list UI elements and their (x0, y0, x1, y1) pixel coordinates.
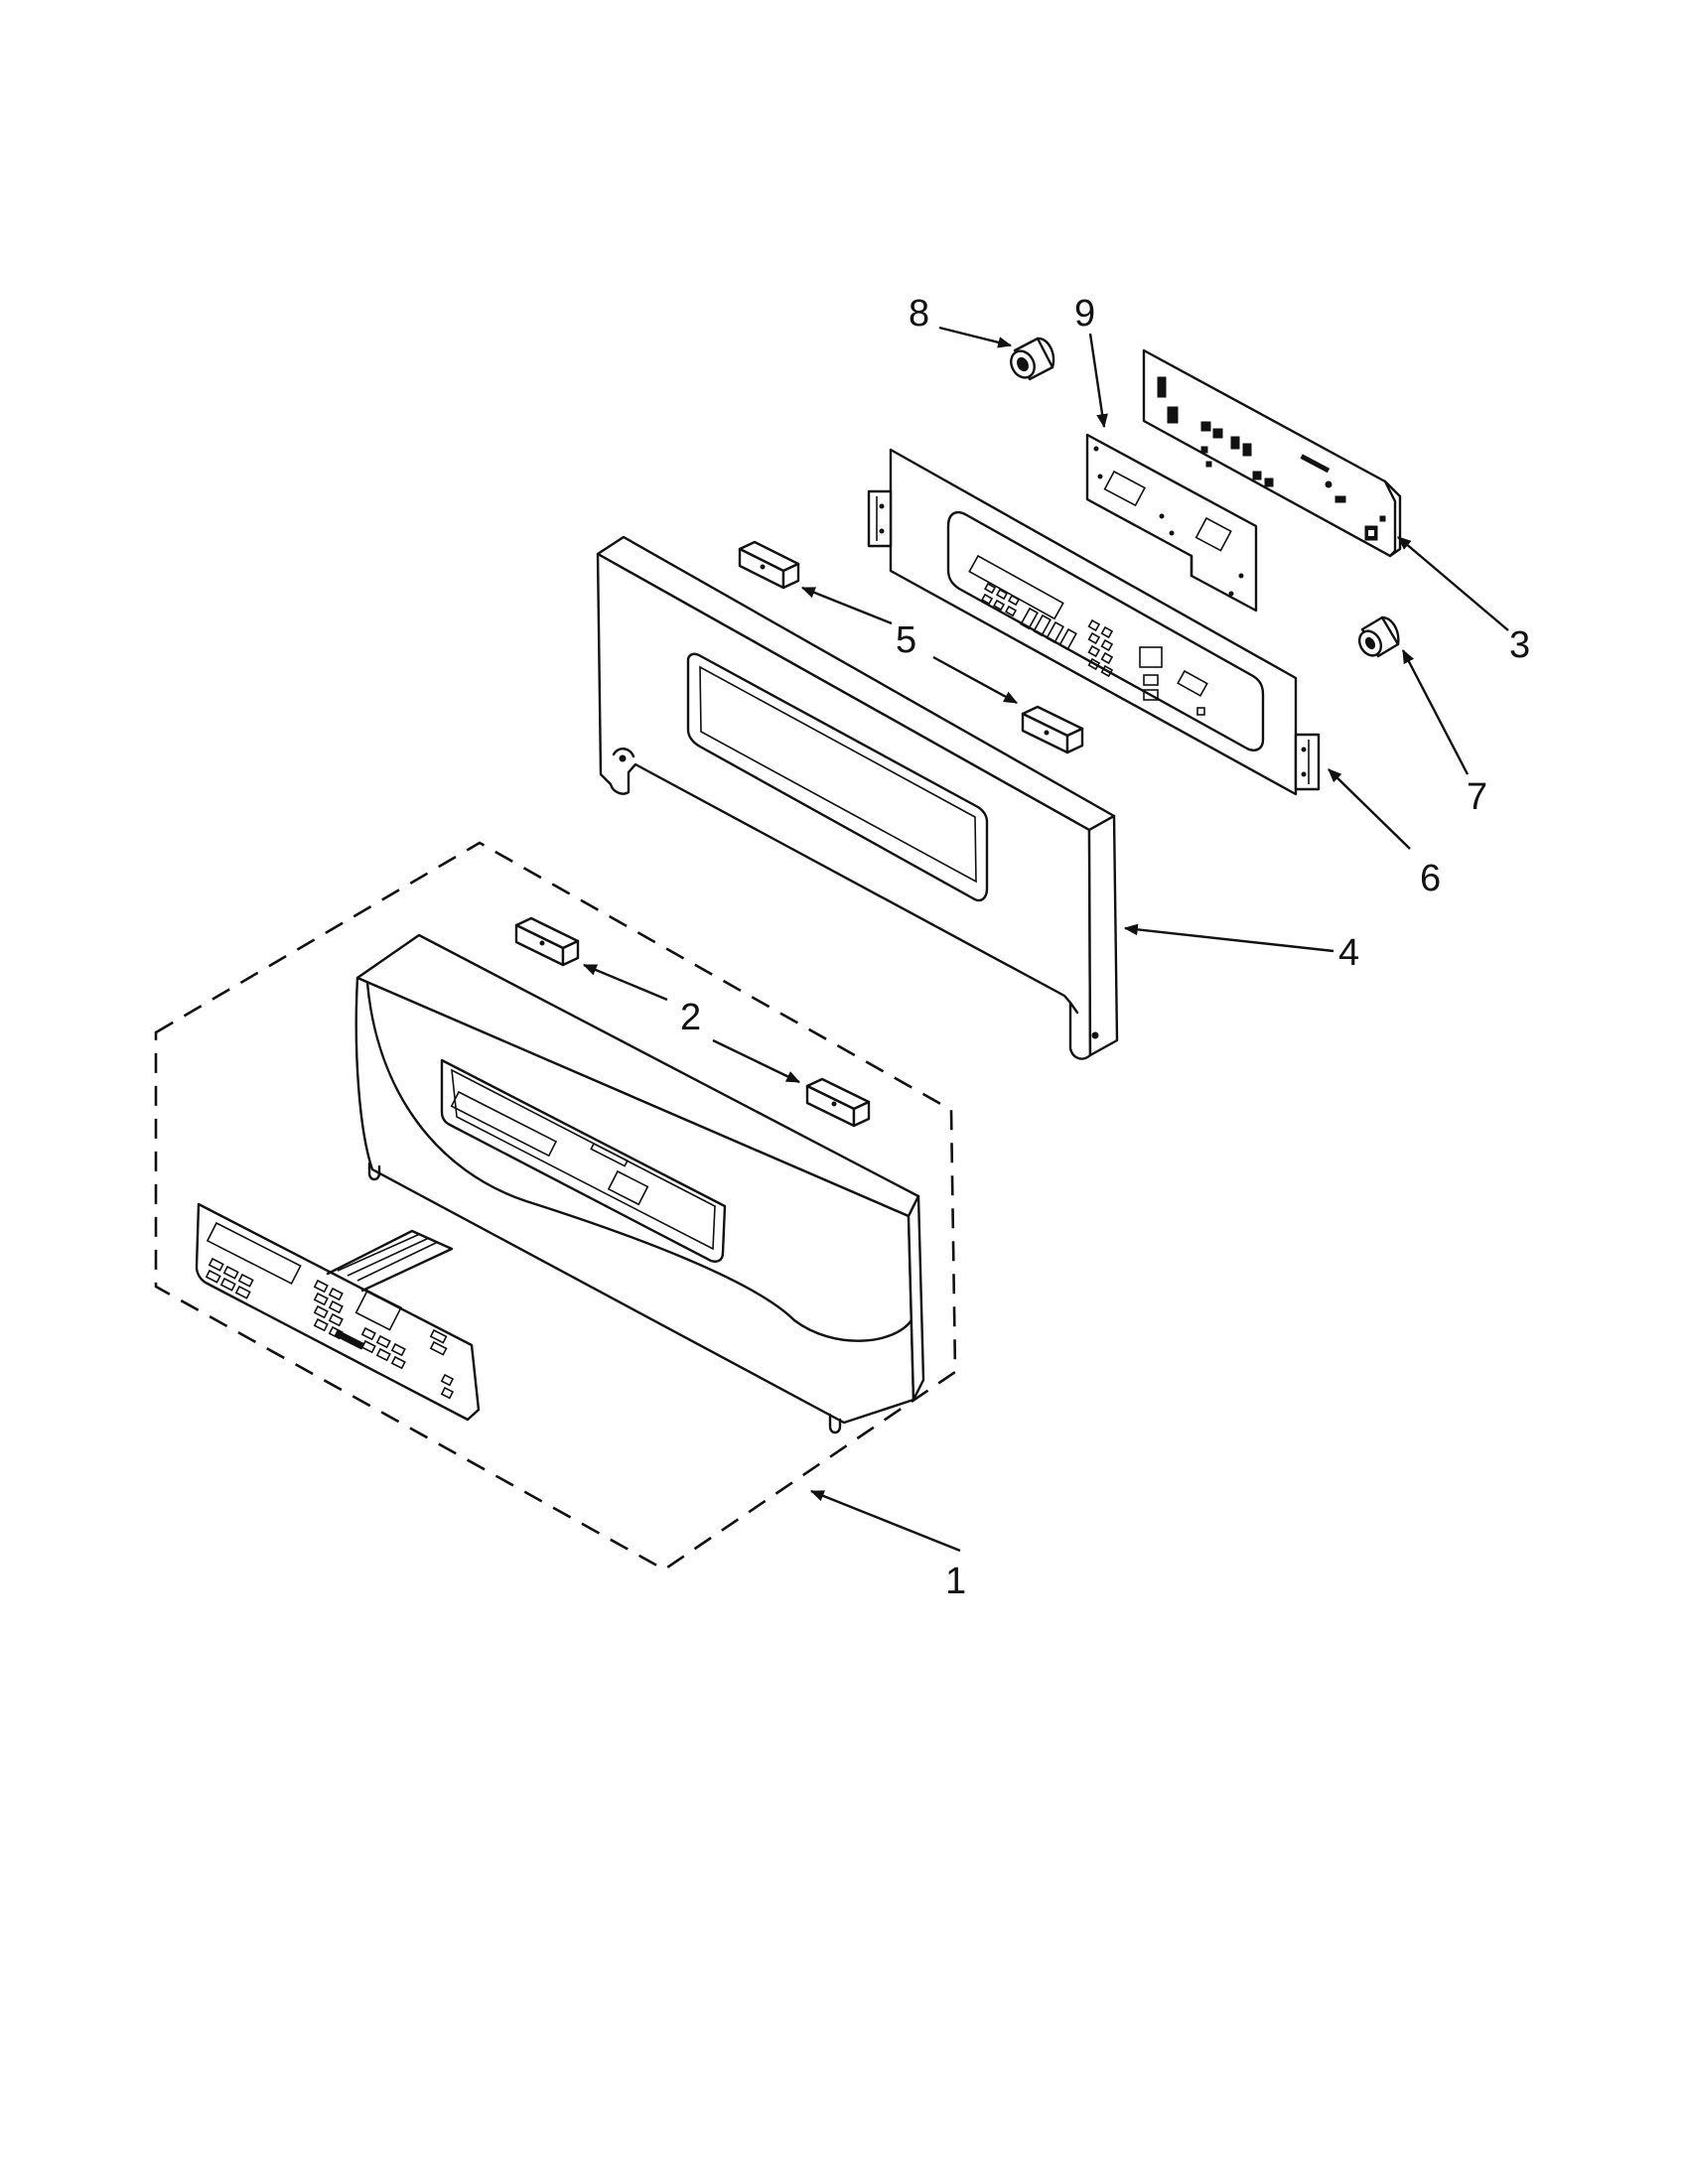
insulator-board (1085, 433, 1258, 613)
leader-arrows (582, 326, 1509, 1553)
panel-trim-frame (596, 535, 1119, 1060)
leader-6 (1328, 768, 1411, 850)
touch-overlay-membrane (195, 1202, 481, 1422)
leader-9 (1088, 333, 1108, 429)
standoff-part-8 (1010, 337, 1055, 381)
callout-5: 5 (896, 619, 916, 661)
leader-2b (712, 1038, 801, 1084)
spacer-block-5b (1021, 705, 1084, 754)
leader-7 (1401, 648, 1470, 775)
spacer-block-2b (805, 1077, 871, 1128)
callout-8: 8 (909, 293, 929, 335)
callout-7: 7 (1467, 776, 1487, 818)
control-panel-plate (867, 448, 1321, 796)
leader-4 (1123, 923, 1334, 953)
leader-2a (582, 963, 668, 1002)
leader-3 (1397, 536, 1509, 631)
callout-labels: 1 2 3 4 5 6 7 8 9 (680, 293, 1530, 1602)
callout-6: 6 (1420, 858, 1441, 899)
callout-2: 2 (680, 997, 701, 1038)
callout-1: 1 (945, 1561, 966, 1602)
leader-8 (938, 326, 1013, 348)
callout-9: 9 (1074, 293, 1095, 335)
electronic-control-board (1142, 348, 1402, 558)
spacer-block-5a (738, 540, 800, 590)
standoff-part-7 (1357, 615, 1400, 658)
spacer-block-2a (514, 916, 580, 967)
callout-3: 3 (1509, 624, 1530, 666)
control-panel-housing (354, 933, 925, 1434)
leader-5b (932, 655, 1019, 705)
assembly-boundary-part-1 (154, 841, 957, 1571)
leader-1 (809, 1489, 961, 1553)
leader-5a (800, 586, 893, 625)
callout-4: 4 (1338, 932, 1359, 974)
